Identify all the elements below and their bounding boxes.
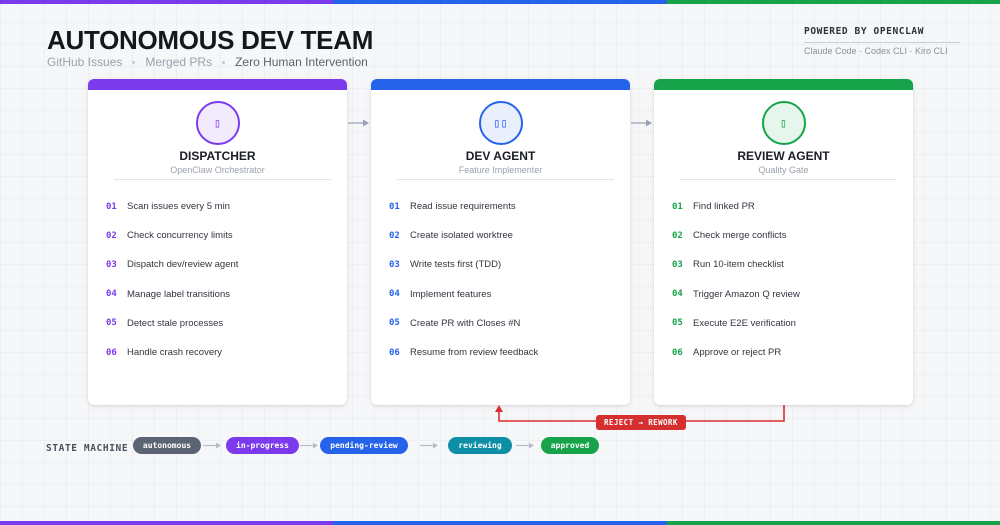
review-agent-icon: ▯: [761, 101, 806, 145]
step-item: 02 Check concurrency limits: [106, 221, 238, 250]
step-text: Find linked PR: [693, 201, 755, 213]
subtitle-merged-prs: Merged PRs: [145, 55, 213, 69]
step-item: 05 Create PR with Closes #N: [389, 309, 538, 338]
review-agent-card: ▯ REVIEW AGENT Quality Gate 01 Find linke…: [654, 79, 913, 405]
dev-agent-icon: ▯▯: [478, 101, 523, 145]
subtitle-zero-human: Zero Human Intervention: [235, 55, 368, 69]
arrow-right-icon: [300, 442, 318, 449]
step-item: 06 Approve or reject PR: [672, 338, 800, 367]
reject-rework-badge: REJECT → REWORK: [596, 415, 686, 430]
step-number: 03: [106, 259, 117, 270]
state-approved: approved: [541, 437, 599, 454]
step-item: 03 Run 10-item checklist: [672, 250, 800, 279]
subtitle-separator: [132, 60, 136, 64]
step-item: 04 Implement features: [389, 280, 538, 309]
page-subtitle: GitHub Issues Merged PRs Zero Human Inte…: [47, 55, 368, 69]
step-text: Dispatch dev/review agent: [127, 259, 239, 271]
step-text: Check merge conflicts: [693, 230, 787, 242]
bottom-accent-stripe: [0, 521, 1000, 525]
step-list: 01 Scan issues every 5 min 02 Check concur…: [106, 192, 238, 367]
top-accent-stripe: [0, 0, 1000, 4]
step-number: 03: [389, 259, 400, 270]
arrow-right-icon: [203, 442, 221, 449]
card-accent-bar: [88, 79, 347, 90]
arrow-right-icon: [420, 442, 438, 449]
step-item: 03 Dispatch dev/review agent: [106, 250, 238, 279]
card-accent-bar: [371, 79, 630, 90]
step-number: 01: [389, 201, 400, 212]
step-item: 02 Create isolated worktree: [389, 221, 538, 250]
step-text: Implement features: [410, 288, 492, 300]
card-title: DISPATCHER: [179, 149, 256, 163]
step-item: 01 Read issue requirements: [389, 192, 538, 221]
card-subtitle: Quality Gate: [758, 165, 809, 175]
step-text: Handle crash recovery: [127, 347, 223, 359]
subtitle-separator: [222, 60, 226, 64]
step-text: Scan issues every 5 min: [127, 201, 230, 213]
step-item: 04 Manage label transitions: [106, 280, 238, 309]
step-item: 02 Check merge conflicts: [672, 221, 800, 250]
card-divider: [680, 179, 897, 180]
step-number: 02: [106, 230, 117, 241]
state-reviewing: reviewing: [448, 437, 512, 454]
card-title: DEV AGENT: [465, 149, 536, 163]
arrow-right-icon: [516, 442, 534, 449]
dispatcher-icon: ▯: [195, 101, 240, 145]
step-text: Approve or reject PR: [693, 347, 782, 359]
step-item: 06 Resume from review feedback: [389, 338, 538, 367]
step-number: 01: [672, 201, 683, 212]
step-number: 02: [672, 230, 683, 241]
state-autonomous: autonomous: [133, 437, 201, 454]
step-number: 06: [106, 347, 117, 358]
step-item: 05 Detect stale processes: [106, 309, 238, 338]
step-text: Execute E2E verification: [693, 317, 796, 329]
card-accent-bar: [654, 79, 913, 90]
powered-by-label: POWERED BY OPENCLAW: [804, 26, 960, 43]
card-divider: [114, 179, 331, 180]
state-machine-label: STATE MACHINE: [46, 443, 129, 454]
step-number: 02: [389, 230, 400, 241]
step-number: 04: [672, 289, 683, 300]
step-text: Trigger Amazon Q review: [693, 288, 800, 300]
step-number: 05: [389, 318, 400, 329]
arrow-right-icon: [631, 119, 652, 127]
state-pending-review: pending-review: [320, 437, 408, 454]
state-in-progress: in-progress: [226, 437, 299, 454]
powered-tools-list: Claude Code · Codex CLI · Kiro CLI: [804, 46, 948, 56]
step-number: 05: [106, 318, 117, 329]
card-subtitle: Feature Implementer: [458, 165, 543, 175]
step-number: 06: [389, 347, 400, 358]
dispatcher-card: ▯ DISPATCHER OpenClaw Orchestrator 01 Sca…: [88, 79, 347, 405]
arrow-right-icon: [348, 119, 369, 127]
step-text: Write tests first (TDD): [410, 259, 502, 271]
step-text: Manage label transitions: [127, 288, 230, 300]
step-item: 01 Scan issues every 5 min: [106, 192, 238, 221]
step-text: Create isolated worktree: [410, 230, 513, 242]
step-item: 03 Write tests first (TDD): [389, 250, 538, 279]
card-divider: [397, 179, 614, 180]
step-text: Resume from review feedback: [410, 347, 539, 359]
card-subtitle: OpenClaw Orchestrator: [170, 165, 265, 175]
subtitle-github-issues: GitHub Issues: [47, 55, 123, 69]
step-text: Read issue requirements: [410, 201, 516, 213]
step-number: 01: [106, 201, 117, 212]
step-item: 04 Trigger Amazon Q review: [672, 280, 800, 309]
step-text: Detect stale processes: [127, 317, 224, 329]
step-number: 03: [672, 259, 683, 270]
step-item: 05 Execute E2E verification: [672, 309, 800, 338]
step-item: 06 Handle crash recovery: [106, 338, 238, 367]
step-list: 01 Find linked PR 02 Check merge conflicts…: [672, 192, 800, 367]
step-text: Check concurrency limits: [127, 230, 233, 242]
card-title: REVIEW AGENT: [737, 149, 830, 163]
step-number: 05: [672, 318, 683, 329]
step-item: 01 Find linked PR: [672, 192, 800, 221]
dev-agent-card: ▯▯ DEV AGENT Feature Implementer 01 Read …: [371, 79, 630, 405]
step-number: 06: [672, 347, 683, 358]
page-title: AUTONOMOUS DEV TEAM: [47, 25, 374, 55]
step-number: 04: [389, 289, 400, 300]
step-list: 01 Read issue requirements 02 Create isola…: [389, 192, 538, 367]
step-text: Create PR with Closes #N: [410, 317, 521, 329]
step-number: 04: [106, 289, 117, 300]
step-text: Run 10-item checklist: [693, 259, 784, 271]
